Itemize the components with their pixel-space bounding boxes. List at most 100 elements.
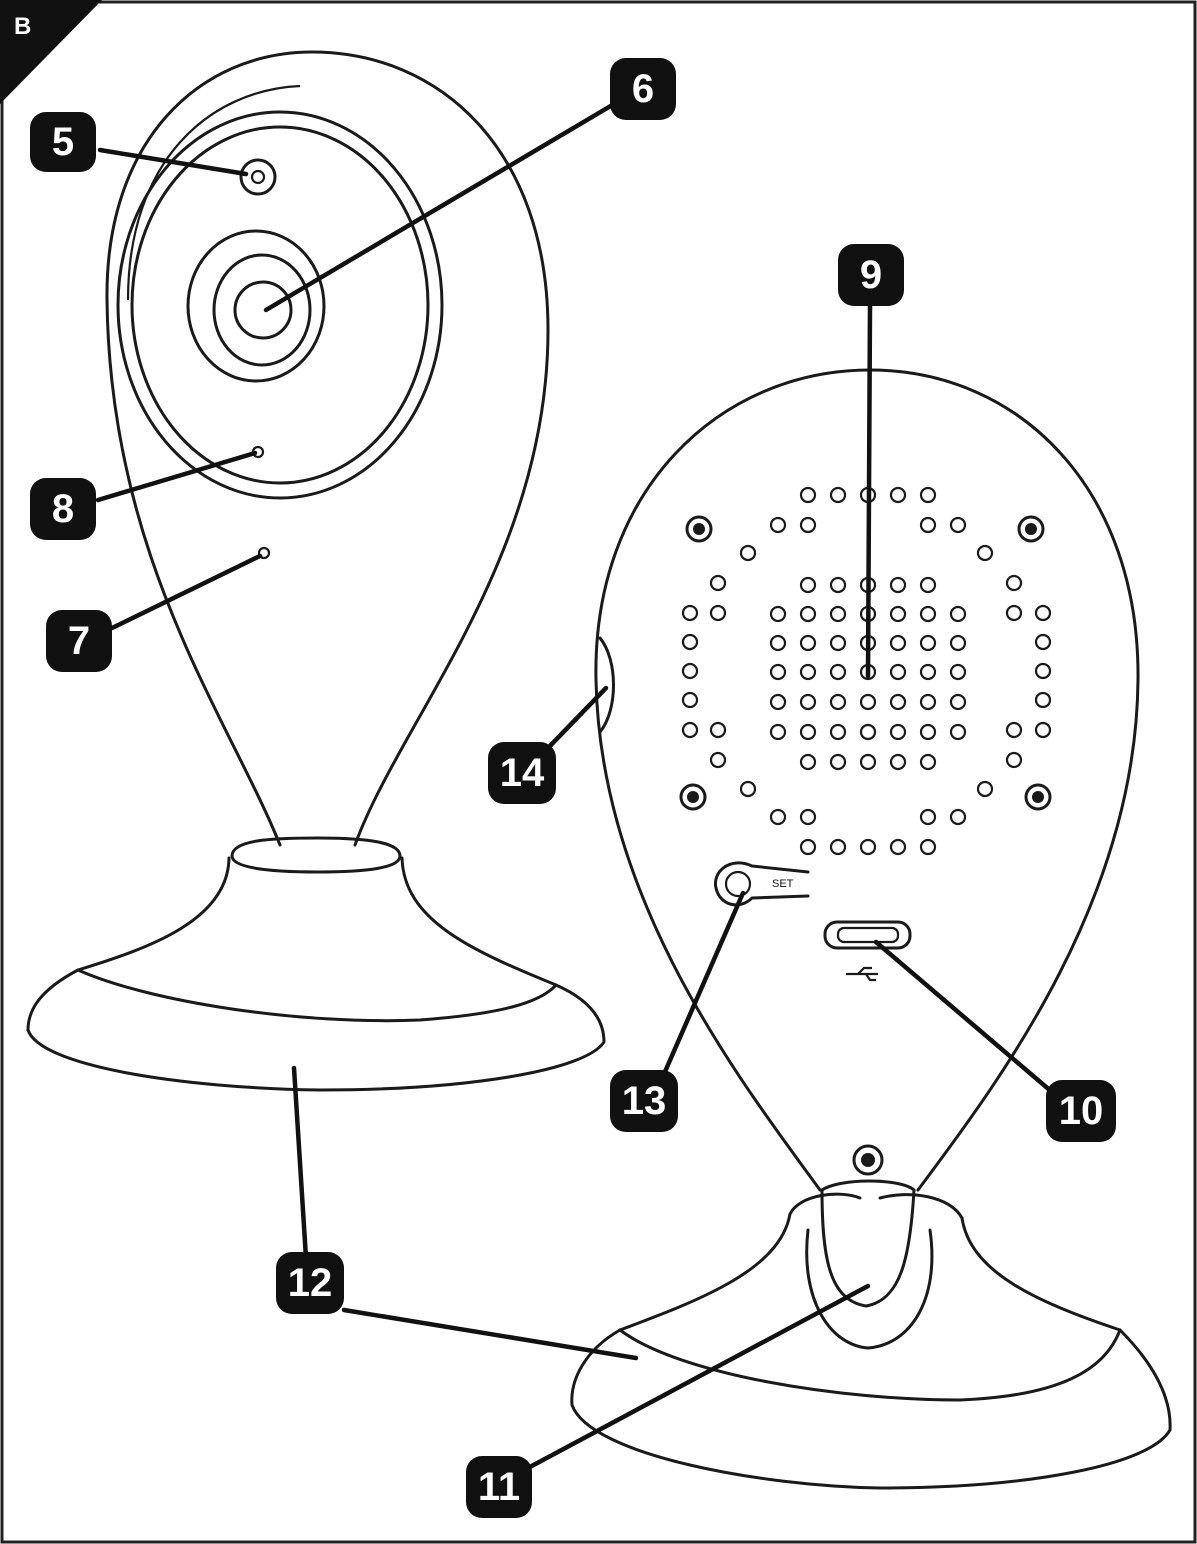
leader-12-b	[341, 1307, 639, 1361]
front-camera-body	[105, 50, 550, 847]
screw	[1024, 783, 1052, 811]
svg-text:14: 14	[500, 751, 545, 795]
speaker-hole	[829, 723, 847, 741]
speaker-hole	[889, 576, 907, 594]
speaker-hole	[919, 838, 937, 856]
corner-label: B	[14, 13, 31, 40]
speaker-hole	[829, 693, 847, 711]
speaker-hole	[681, 604, 699, 622]
svg-text:13: 13	[622, 1079, 667, 1123]
speaker-hole	[889, 663, 907, 681]
svg-text:6: 6	[632, 67, 654, 111]
speaker-hole	[799, 723, 817, 741]
callout-8: 8	[30, 478, 96, 540]
screw	[852, 1144, 884, 1176]
front-camera	[26, 50, 606, 1092]
leader-11	[525, 1283, 871, 1471]
rear-stand-cradle-outer	[788, 1192, 964, 1220]
speaker-hole	[949, 808, 967, 826]
corner-tab	[0, 0, 102, 104]
usb-port[interactable]	[823, 920, 912, 950]
leader-9	[865, 303, 873, 679]
set-button-slot[interactable]	[713, 861, 810, 907]
usb-port-inner	[836, 926, 900, 944]
screw	[685, 515, 713, 543]
speaker-hole	[799, 663, 817, 681]
speaker-hole	[889, 753, 907, 771]
leader-14	[545, 685, 609, 751]
speaker-hole	[799, 516, 817, 534]
speaker-hole	[829, 634, 847, 652]
speaker-hole	[1034, 633, 1052, 651]
speaker-hole	[976, 780, 994, 798]
rear-stand-top-rim	[618, 1328, 1122, 1402]
rear-stand-cradle-inner	[805, 1228, 934, 1350]
screw	[1017, 515, 1045, 543]
leader-8	[95, 450, 258, 503]
speaker-hole	[709, 574, 727, 592]
front-stand-base	[26, 968, 606, 1092]
speaker-hole	[799, 486, 817, 504]
speaker-hole	[859, 723, 877, 741]
speaker-hole	[799, 576, 817, 594]
microphone-hole	[257, 546, 271, 560]
speaker-hole	[949, 605, 967, 623]
svg-text:7: 7	[68, 619, 90, 663]
speaker-hole	[739, 544, 757, 562]
lens-ring-middle	[212, 253, 312, 367]
reset-side-notch	[598, 636, 615, 734]
speaker-hole	[1034, 604, 1052, 622]
speaker-hole	[769, 634, 787, 652]
speaker-hole	[799, 634, 817, 652]
speaker-hole	[829, 486, 847, 504]
light-sensor-center	[250, 169, 266, 185]
leader-12-a	[291, 1065, 309, 1261]
leader-6	[263, 101, 617, 313]
speaker-hole	[859, 693, 877, 711]
speaker-hole	[919, 576, 937, 594]
callout-7: 7	[46, 610, 112, 672]
speaker-hole	[949, 723, 967, 741]
svg-text:8: 8	[52, 487, 74, 531]
callout-14: 14	[488, 742, 556, 804]
speaker-hole	[681, 691, 699, 709]
leader-lines	[95, 101, 1055, 1471]
svg-text:9: 9	[860, 253, 882, 297]
speaker-hole	[949, 634, 967, 652]
speaker-hole	[919, 634, 937, 652]
speaker-hole	[829, 605, 847, 623]
speaker-hole	[769, 663, 787, 681]
speaker-hole	[829, 838, 847, 856]
speaker-hole	[859, 838, 877, 856]
speaker-hole	[681, 721, 699, 739]
speaker-hole	[799, 753, 817, 771]
speaker-hole	[1005, 604, 1023, 622]
speaker-hole	[769, 605, 787, 623]
callout-12: 12	[276, 1252, 344, 1314]
front-lens-housing-outer	[116, 110, 444, 500]
speaker-hole	[889, 605, 907, 623]
rear-neck	[820, 1188, 916, 1308]
callout-13: 13	[610, 1070, 678, 1132]
speaker-hole	[681, 662, 699, 680]
leader-13	[661, 890, 746, 1077]
speaker-hole	[769, 808, 787, 826]
speaker-hole	[709, 721, 727, 739]
speaker-hole	[949, 663, 967, 681]
front-lens-housing-inner	[130, 125, 430, 485]
speaker-grille	[681, 486, 1052, 856]
lens-center	[233, 280, 293, 340]
usb-icon	[846, 966, 878, 982]
speaker-hole	[829, 663, 847, 681]
set-button-hole[interactable]	[724, 870, 752, 898]
svg-text:10: 10	[1059, 1089, 1104, 1133]
rear-stand-dome	[618, 1212, 1122, 1332]
speaker-hole	[1034, 691, 1052, 709]
speaker-hole	[949, 693, 967, 711]
callout-9: 9	[838, 244, 904, 306]
speaker-hole	[709, 604, 727, 622]
speaker-hole	[919, 605, 937, 623]
speaker-hole	[1034, 721, 1052, 739]
leader-5	[97, 147, 249, 177]
leader-7	[109, 553, 263, 631]
